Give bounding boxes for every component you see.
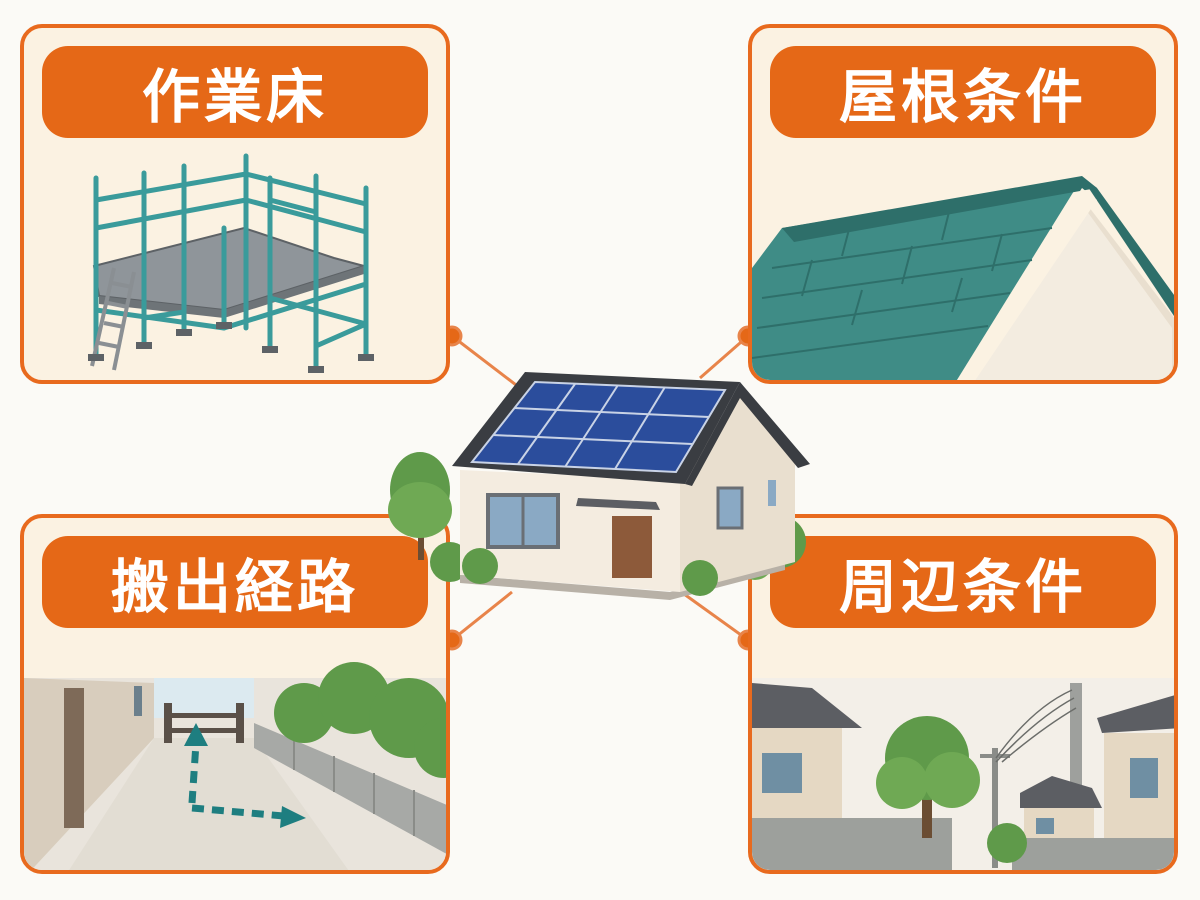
route-icon [24, 662, 446, 870]
roof-icon [752, 176, 1174, 380]
panel-title-work-floor: 作業床 [42, 46, 428, 138]
panel-title-roof-conditions: 屋根条件 [770, 46, 1156, 138]
panel-title-surrounding-conditions: 周辺条件 [770, 536, 1156, 628]
neighborhood-icon [752, 678, 1174, 870]
connector-bottom-right [683, 592, 749, 642]
panel-work-floor: 作業床 [20, 24, 450, 384]
panel-carry-out-route: 搬出経路 [20, 514, 450, 874]
panel-roof-conditions: 屋根条件 [748, 24, 1178, 384]
solar-house-icon [388, 372, 810, 600]
connector-top-left [451, 334, 521, 390]
scaffold-icon [88, 153, 374, 373]
connector-bottom-left [451, 590, 513, 642]
panel-surrounding-conditions: 周辺条件 [748, 514, 1178, 874]
panel-title-carry-out-route: 搬出経路 [42, 536, 428, 628]
connector-top-right [699, 334, 749, 380]
